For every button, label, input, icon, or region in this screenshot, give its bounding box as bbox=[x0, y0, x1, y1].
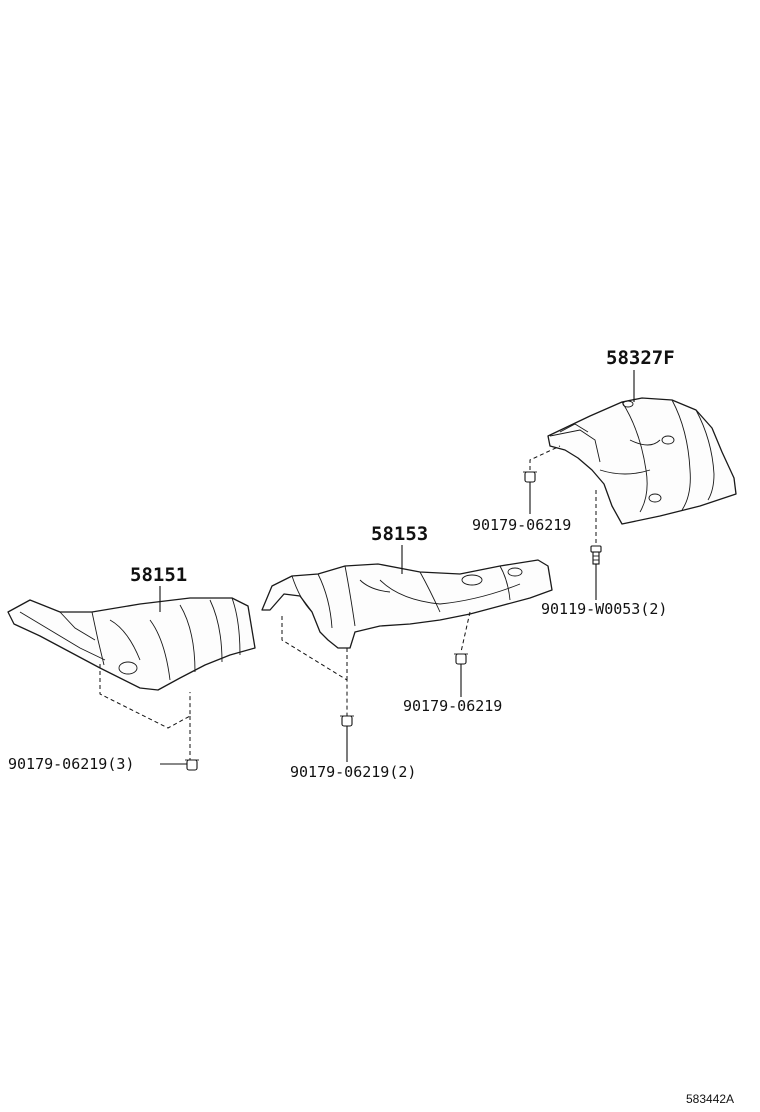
leader-lines bbox=[159, 370, 635, 765]
clip-center-lower[interactable] bbox=[340, 715, 354, 727]
assembly-dashed-lines bbox=[99, 445, 597, 762]
center-insulator-58153[interactable] bbox=[261, 559, 553, 649]
label-rear-bolt: 90119-W0053(2) bbox=[541, 600, 667, 618]
label-58327F: 58327F bbox=[606, 347, 675, 369]
label-58151: 58151 bbox=[130, 564, 187, 586]
clip-rear[interactable] bbox=[523, 471, 537, 483]
label-center-clip-lower: 90179-06219(2) bbox=[290, 763, 416, 781]
clip-front[interactable] bbox=[185, 759, 199, 771]
diagram-code: 583442A bbox=[686, 1092, 734, 1106]
label-rear-clip: 90179-06219 bbox=[472, 516, 571, 534]
clip-center-right[interactable] bbox=[454, 653, 468, 665]
bolt-rear[interactable] bbox=[590, 545, 602, 565]
label-58153: 58153 bbox=[371, 523, 428, 545]
label-center-clip-right: 90179-06219 bbox=[403, 697, 502, 715]
front-insulator-58151[interactable] bbox=[7, 597, 256, 691]
label-front-clip: 90179-06219(3) bbox=[8, 755, 134, 773]
rear-insulator-58327F[interactable] bbox=[547, 397, 737, 525]
